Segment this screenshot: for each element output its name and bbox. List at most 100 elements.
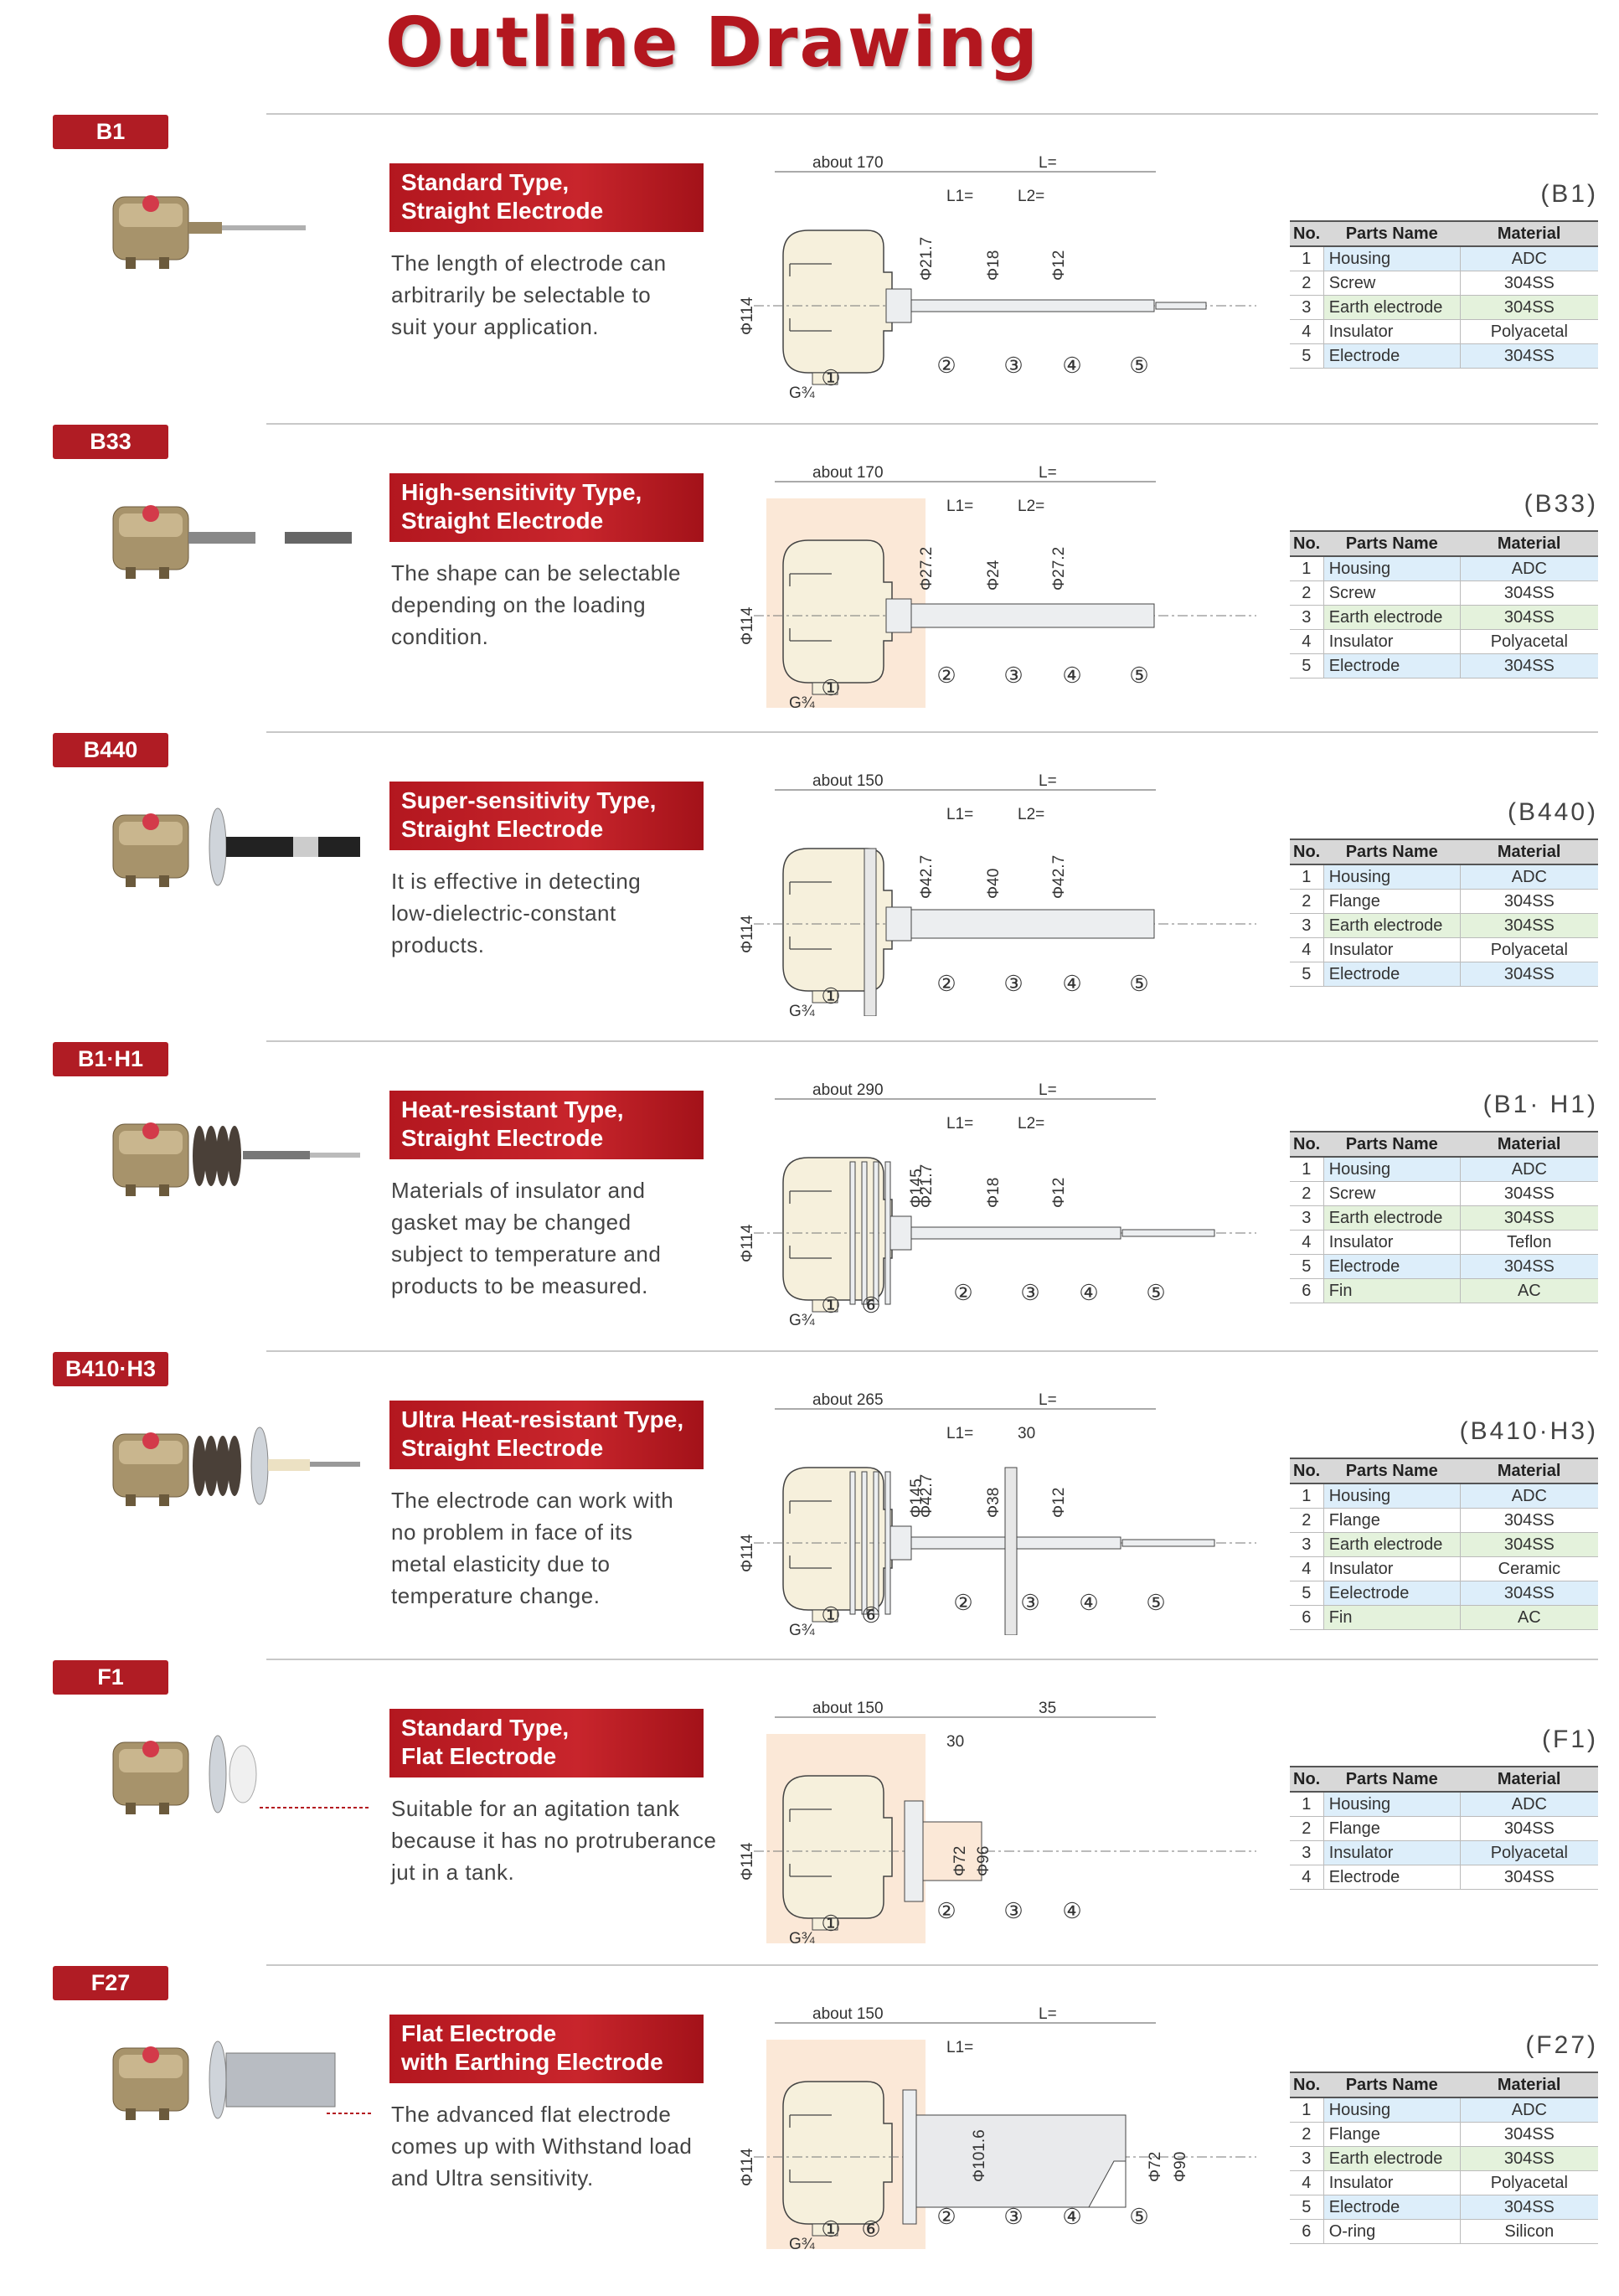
- cell-material: 304SS: [1460, 1865, 1598, 1890]
- type-description: It is effective in detecting low-dielect…: [391, 869, 642, 957]
- product-photo: [112, 505, 352, 579]
- cell-material: 304SS: [1460, 1254, 1598, 1279]
- cell-material: Polyacetal: [1460, 1840, 1598, 1865]
- product-photo: [112, 195, 306, 269]
- cell-no: 1: [1290, 246, 1324, 271]
- section-divider: [266, 113, 1598, 115]
- dim-114: Φ114: [739, 1842, 756, 1881]
- part-callout: ⑥: [861, 1602, 880, 1628]
- cell-material: 304SS: [1460, 653, 1598, 678]
- cell-material: 304SS: [1460, 1205, 1598, 1231]
- type-banner: Flat Electrode with Earthing Electrode: [389, 2015, 704, 2083]
- type-banner: Standard Type, Straight Electrode: [389, 163, 704, 232]
- cell-name: Electrode: [1323, 962, 1461, 987]
- cell-no: 4: [1290, 937, 1324, 962]
- part-callout: ⑤: [1129, 353, 1148, 378]
- cell-name: Insulator: [1323, 1840, 1461, 1865]
- model-tag: F1: [53, 1660, 168, 1695]
- type-banner: Ultra Heat-resistant Type, Straight Elec…: [389, 1401, 704, 1469]
- cell-name: Electrode: [1323, 1254, 1461, 1279]
- table-header-material: Material: [1460, 838, 1598, 865]
- table-header-material: Material: [1460, 1766, 1598, 1793]
- cell-no: 4: [1290, 629, 1324, 654]
- table-header-no: No.: [1290, 2072, 1324, 2098]
- cell-material: Polyacetal: [1460, 629, 1598, 654]
- part-callout: ②: [936, 971, 956, 996]
- cell-no: 3: [1290, 2146, 1324, 2171]
- table-header-no: No.: [1290, 838, 1324, 865]
- cell-material: AC: [1460, 1278, 1598, 1303]
- type-banner: Heat-resistant Type, Straight Electrode: [389, 1091, 704, 1159]
- dim-diameter: Φ145: [908, 1169, 926, 1208]
- model-tag: B33: [53, 425, 168, 459]
- cell-name: Flange: [1323, 2122, 1461, 2147]
- table-header-material: Material: [1460, 220, 1598, 247]
- cell-name: Earth electrode: [1323, 605, 1461, 630]
- cell-name: Housing: [1323, 2097, 1461, 2123]
- model-code: (B33): [1524, 490, 1598, 518]
- dim-diameter: Φ12: [1050, 1488, 1068, 1518]
- thread-label: G¾: [789, 2236, 816, 2249]
- part-callout: ②: [936, 353, 956, 378]
- cell-material: Silicon: [1460, 2219, 1598, 2244]
- part-callout: ①: [821, 1602, 840, 1628]
- cell-material: ADC: [1460, 246, 1598, 271]
- part-callout: ⑤: [1146, 1280, 1165, 1305]
- cell-no: 1: [1290, 1483, 1324, 1509]
- dim-diameter: Φ40: [985, 869, 1003, 899]
- cell-material: AC: [1460, 1605, 1598, 1630]
- dim-diameter: Φ18: [985, 1178, 1003, 1208]
- part-callout: ③: [1003, 1898, 1023, 1923]
- cell-name: Screw: [1323, 580, 1461, 606]
- type-banner: Standard Type, Flat Electrode: [389, 1709, 704, 1777]
- part-callout: ④: [1062, 353, 1081, 378]
- cell-material: ADC: [1460, 1483, 1598, 1509]
- cell-name: Electrode: [1323, 1865, 1461, 1890]
- part-callout: ①: [821, 983, 840, 1009]
- cell-name: Insulator: [1323, 937, 1461, 962]
- model-code: (B1· H1): [1482, 1091, 1598, 1118]
- table-header-parts-name: Parts Name: [1323, 1766, 1461, 1793]
- cell-name: Fin: [1323, 1605, 1461, 1630]
- part-callout: ⑤: [1146, 1590, 1165, 1615]
- cell-no: 2: [1290, 2122, 1324, 2147]
- dim-L1: L1=: [946, 2039, 973, 2056]
- thread-label: G¾: [789, 1312, 816, 1325]
- housing-shape: [782, 230, 893, 385]
- cell-material: Polyacetal: [1460, 2170, 1598, 2195]
- cell-no: 5: [1290, 343, 1324, 369]
- part-callout: ②: [953, 1280, 972, 1305]
- dim-diameter: Φ12: [1050, 250, 1068, 281]
- cell-material: 304SS: [1460, 1532, 1598, 1557]
- housing-shape: [782, 2081, 893, 2237]
- model-tag: B410·H3: [53, 1352, 168, 1386]
- table-header-parts-name: Parts Name: [1323, 220, 1461, 247]
- cell-no: 3: [1290, 913, 1324, 938]
- part-callout: ③: [1003, 663, 1023, 688]
- cell-material: 304SS: [1460, 580, 1598, 606]
- dim-L: 35: [1039, 1700, 1056, 1717]
- cell-material: 304SS: [1460, 2195, 1598, 2220]
- part-callout: ③: [1020, 1590, 1039, 1615]
- cell-name: Flange: [1323, 889, 1461, 914]
- type-description: Suitable for an agitation tank because i…: [391, 1796, 717, 1885]
- type-description: The advanced flat electrode comes up wit…: [391, 2102, 693, 2190]
- part-callout: ⑥: [861, 2216, 880, 2242]
- part-callout: ④: [1062, 663, 1081, 688]
- section-divider: [266, 1040, 1598, 1042]
- dim-diameter: Φ101.6: [971, 2129, 988, 2182]
